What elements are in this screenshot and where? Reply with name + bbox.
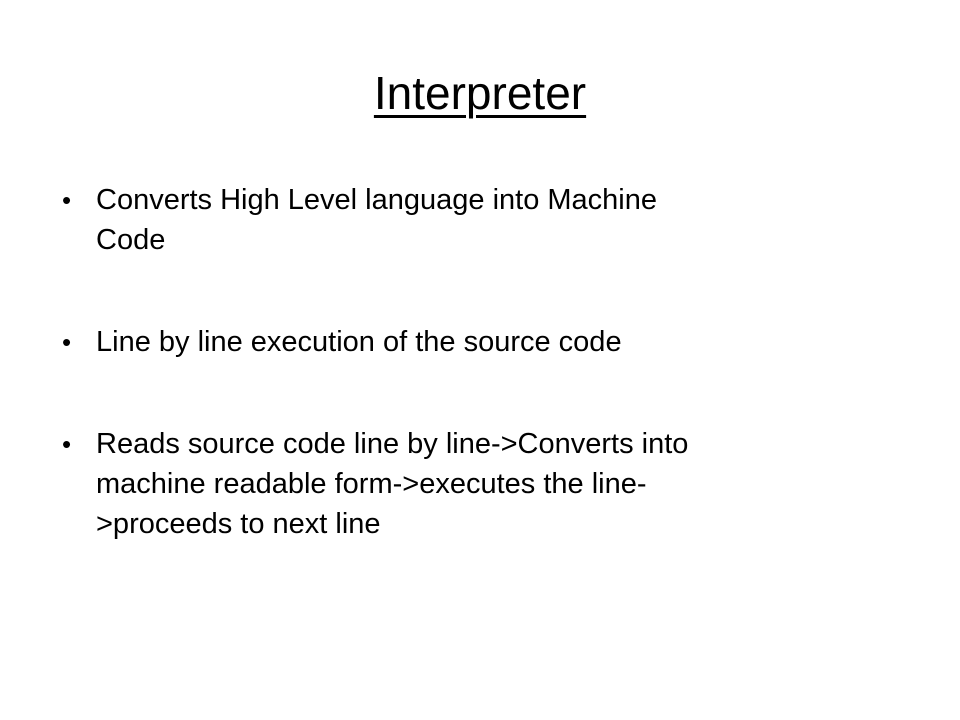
bullet-item-1: • Converts High Level language into Mach…	[62, 180, 862, 260]
bullet-line: Converts High Level language into Machin…	[96, 184, 658, 216]
bullet-dot-icon: •	[62, 327, 72, 357]
bullet-line: machine readable form->executes the line…	[96, 468, 647, 500]
bullet-item-3: • Reads source code line by line->Conver…	[62, 424, 862, 544]
bullet-line: Reads source code line by line->Converts…	[96, 428, 689, 460]
bullet-list: • Converts High Level language into Mach…	[62, 180, 862, 544]
bullet-item-2: • Line by line execution of the source c…	[62, 322, 862, 362]
slide-title: Interpreter	[373, 67, 587, 119]
bullet-line: >proceeds to next line	[96, 508, 381, 540]
bullet-line: Line by line execution of the source cod…	[96, 326, 622, 358]
bullet-line: Code	[96, 224, 166, 256]
bullet-dot-icon: •	[62, 185, 72, 215]
bullet-dot-icon: •	[62, 429, 72, 459]
